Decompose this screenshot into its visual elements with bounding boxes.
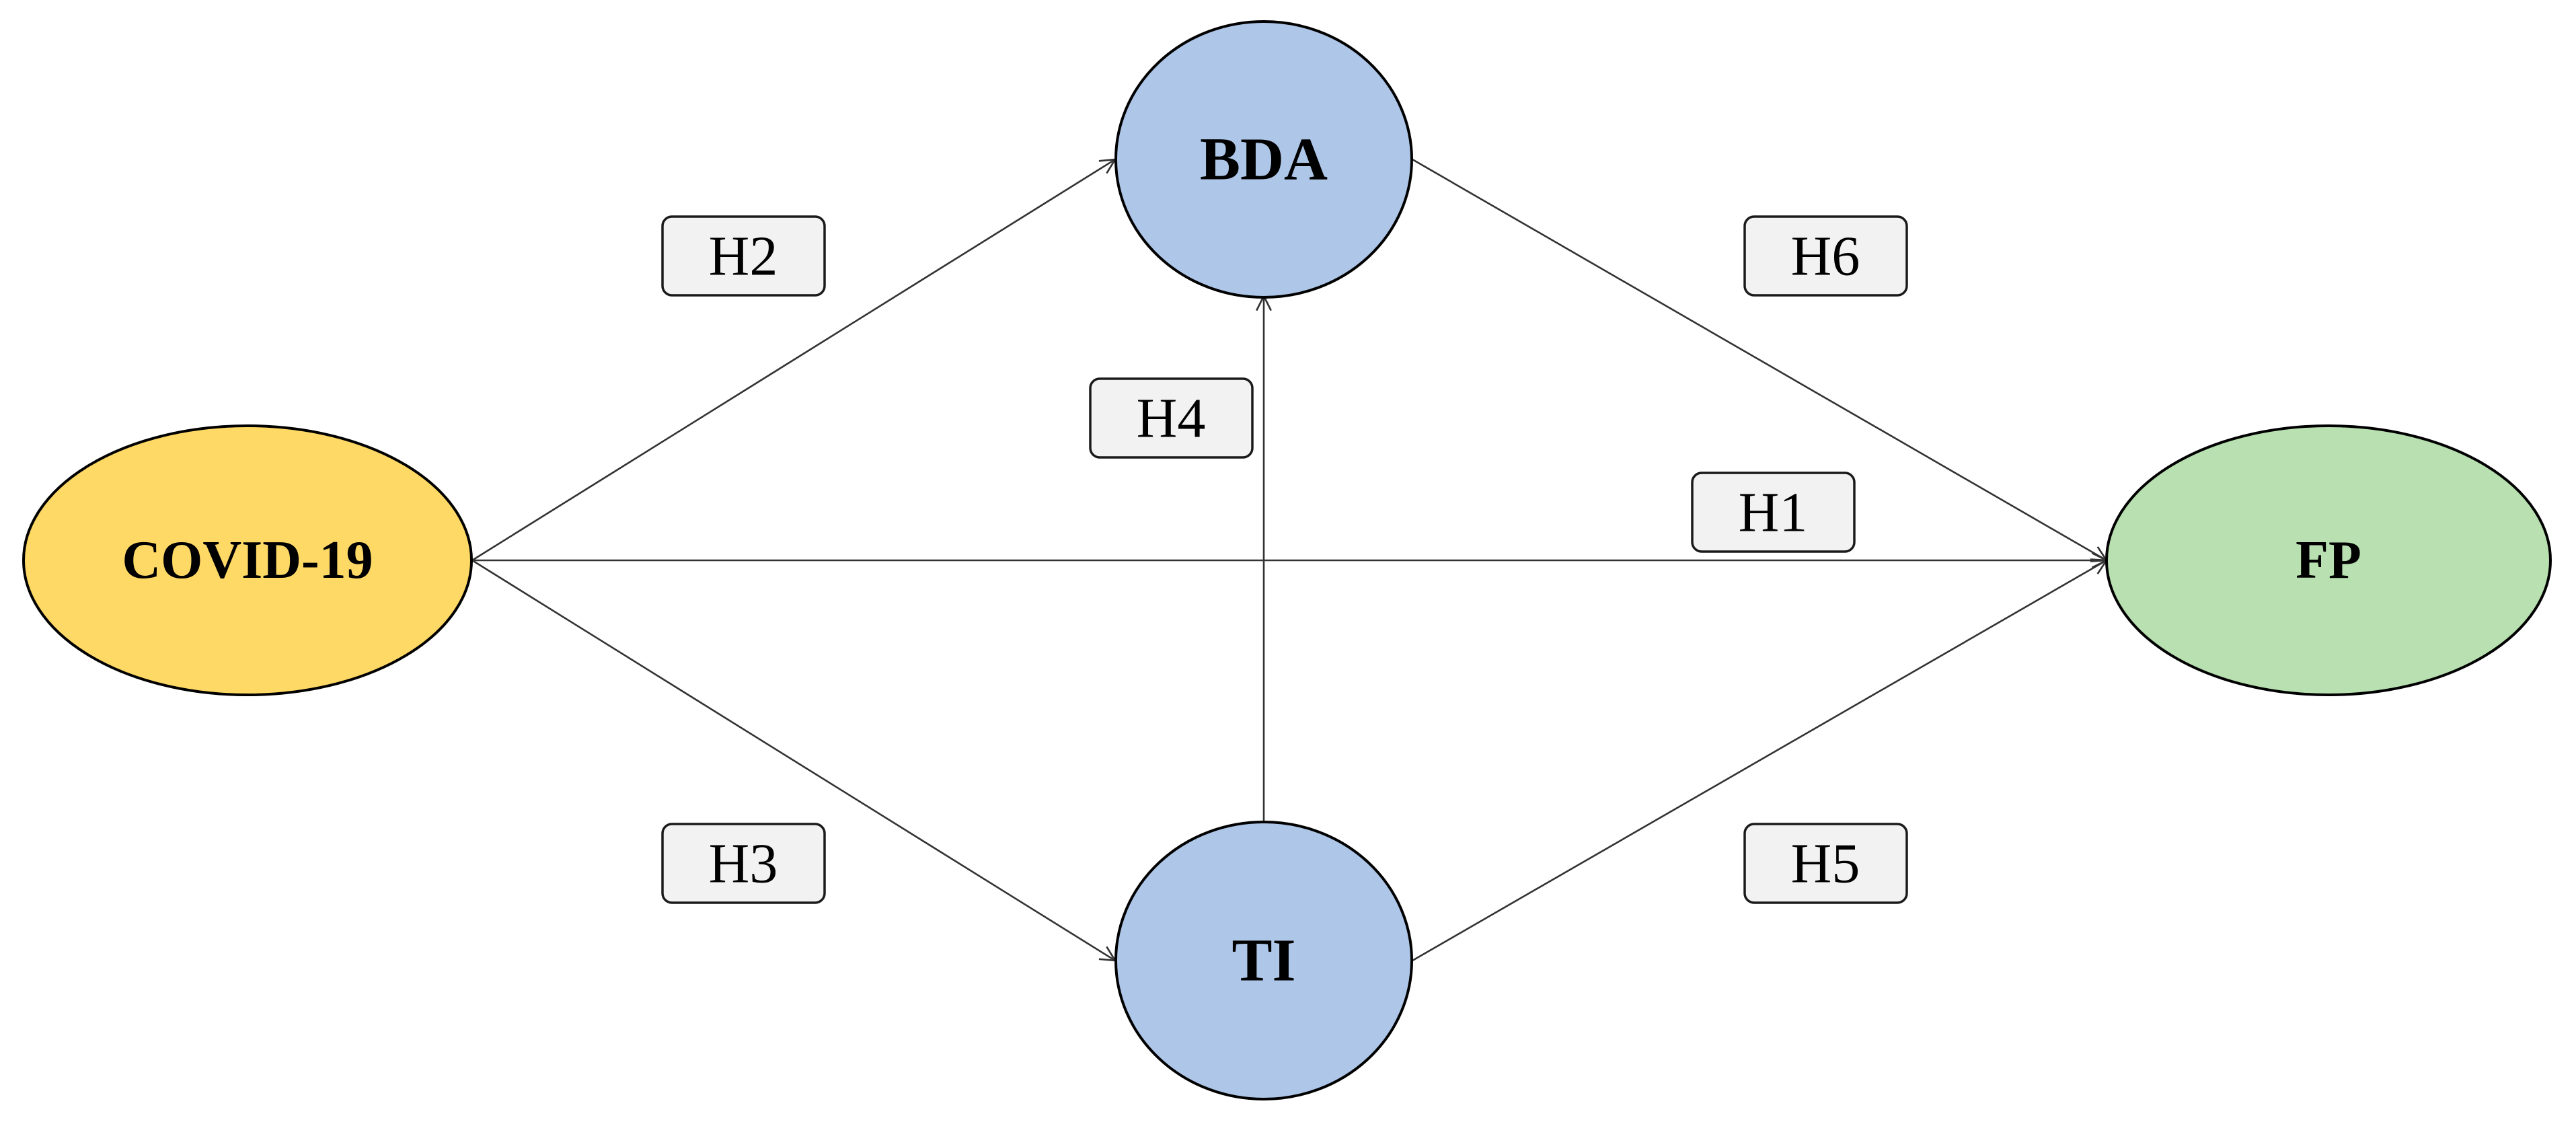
hypothesis-h5-label: H5: [1791, 833, 1860, 895]
hypothesis-h6-label: H6: [1791, 225, 1860, 288]
edge-bda-to-fp: [1412, 158, 2107, 560]
node-bda-label: BDA: [1200, 126, 1328, 193]
edge-covid-to-bda: [471, 159, 1115, 562]
hypothesis-h6-box: [1743, 215, 1908, 297]
hypothesis-h2-box: [661, 215, 826, 297]
node-covid-19-shape: [22, 424, 473, 696]
hypothesis-h3-label: H3: [709, 833, 778, 895]
hypothesis-h6: H6: [1743, 215, 1908, 297]
hypothesis-h1-box: [1691, 472, 1856, 553]
hypothesis-h1: H1: [1691, 472, 1856, 553]
hypothesis-h2-label: H2: [709, 225, 778, 288]
node-ti-label: TI: [1232, 928, 1295, 994]
hypothesis-h5: H5: [1743, 823, 1908, 904]
node-fp-shape: [2105, 424, 2552, 696]
node-covid-19: COVID-19: [22, 424, 473, 696]
hypothesis-h4: H4: [1089, 377, 1254, 459]
hypothesis-h2: H2: [661, 215, 826, 297]
edge-ti-to-fp: [1412, 560, 2107, 962]
hypothesis-h1-label: H1: [1739, 482, 1808, 544]
node-covid-19-label: COVID-19: [122, 531, 373, 590]
node-bda: BDA: [1114, 20, 1413, 299]
node-fp: FP: [2105, 424, 2552, 696]
edge-covid-to-ti: [471, 559, 1115, 961]
hypothesis-h3-box: [661, 823, 826, 904]
node-ti: TI: [1114, 821, 1413, 1100]
hypothesis-h5-box: [1743, 823, 1908, 904]
node-bda-shape: [1114, 20, 1413, 299]
hypothesis-h4-label: H4: [1137, 387, 1206, 450]
node-fp-label: FP: [2296, 531, 2361, 590]
hypothesis-h4-box: [1089, 377, 1254, 459]
node-ti-shape: [1114, 821, 1413, 1100]
hypothesis-h3: H3: [661, 823, 826, 904]
